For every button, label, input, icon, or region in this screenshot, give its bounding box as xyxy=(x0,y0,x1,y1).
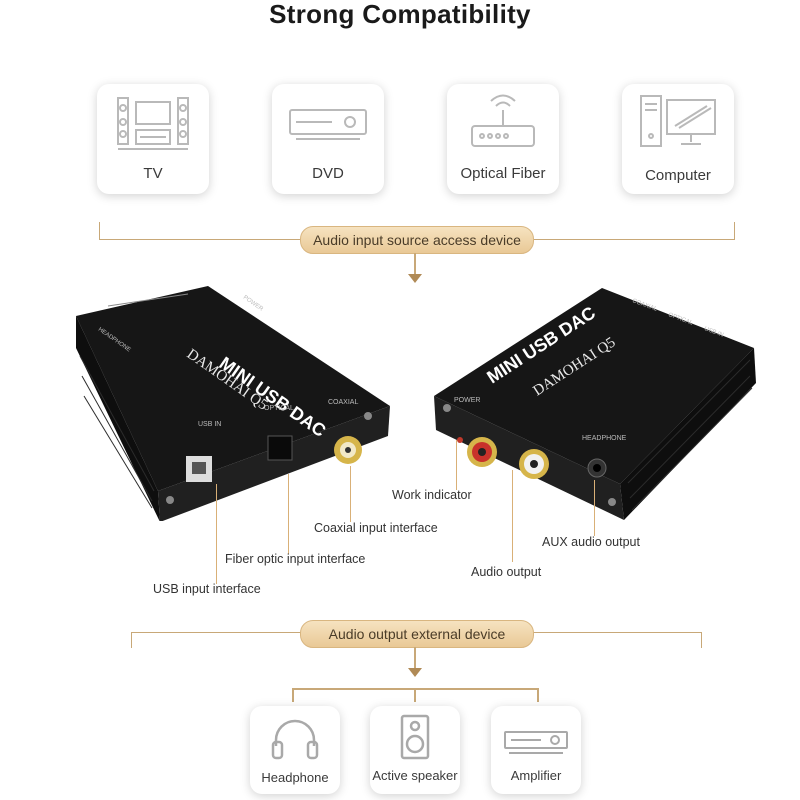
amplifier-icon xyxy=(504,731,568,754)
dac-device-inputs: MINI USB DAC DAMOHAI Q5 USB IN OPTICAL C… xyxy=(76,286,390,521)
callout-line-aux xyxy=(594,480,595,536)
output-tree-drop-1 xyxy=(292,688,294,702)
callout-fiber: Fiber optic input interface xyxy=(225,552,366,566)
output-label-amplifier: Amplifier xyxy=(510,768,562,783)
output-tree-drop-3 xyxy=(537,688,539,702)
output-banner: Audio output external device xyxy=(300,620,534,648)
port-label-headphone: HEADPHONE xyxy=(582,435,627,442)
page-title: Strong Compatibility xyxy=(269,0,531,29)
input-arrow-head xyxy=(408,274,422,283)
top-label-power: POWER xyxy=(242,295,265,313)
input-label-computer: Computer xyxy=(645,167,711,184)
output-card-amplifier: Amplifier xyxy=(491,706,581,794)
output-tree-drop-2 xyxy=(414,688,416,702)
callout-audio-output: Audio output xyxy=(471,565,542,579)
input-card-dvd: DVD xyxy=(272,84,384,194)
input-bracket-right xyxy=(734,222,735,240)
input-label-dvd: DVD xyxy=(312,165,344,182)
output-label-speaker: Active speaker xyxy=(372,768,458,783)
speaker-icon xyxy=(400,714,430,760)
callout-line-coaxial xyxy=(350,466,351,522)
output-bracket-left xyxy=(131,632,132,648)
input-banner: Audio input source access device xyxy=(300,226,534,254)
port-label-usb-in: USB IN xyxy=(198,421,221,428)
port-label-power: POWER xyxy=(454,397,480,404)
callout-line-usb xyxy=(216,484,217,584)
tv-home-theater-icon xyxy=(117,97,189,150)
callout-line-audio-out xyxy=(512,470,513,562)
callout-work-indicator: Work indicator xyxy=(392,488,472,502)
router-icon xyxy=(471,94,535,147)
output-card-speaker: Active speaker xyxy=(370,706,460,794)
port-label-optical: OPTICAL xyxy=(264,405,294,412)
input-label-tv: TV xyxy=(143,165,163,182)
output-label-headphone: Headphone xyxy=(261,770,329,785)
input-label-optical: Optical Fiber xyxy=(460,165,546,182)
input-card-computer: Computer xyxy=(622,84,734,194)
input-arrow-stem xyxy=(414,253,416,275)
callout-usb: USB input interface xyxy=(153,582,261,596)
dac-device-outputs: MINI USB DAC DAMOHAI Q5 POWER HEADPHONE … xyxy=(434,288,756,520)
output-card-headphone: Headphone xyxy=(250,706,340,794)
callout-line-work xyxy=(456,440,457,490)
port-label-coaxial: COAXIAL xyxy=(328,399,358,406)
output-arrow-head xyxy=(408,668,422,677)
computer-icon xyxy=(640,95,716,147)
input-bracket-left xyxy=(99,222,100,240)
headphone-icon xyxy=(271,719,319,760)
callout-line-fiber xyxy=(288,474,289,554)
output-arrow-stem xyxy=(414,647,416,669)
dvd-player-icon xyxy=(289,109,367,140)
input-card-optical: Optical Fiber xyxy=(447,84,559,194)
input-card-tv: TV xyxy=(97,84,209,194)
callout-coaxial: Coaxial input interface xyxy=(314,521,438,535)
callout-aux-output: AUX audio output xyxy=(542,535,640,549)
output-bracket-right xyxy=(701,632,702,648)
